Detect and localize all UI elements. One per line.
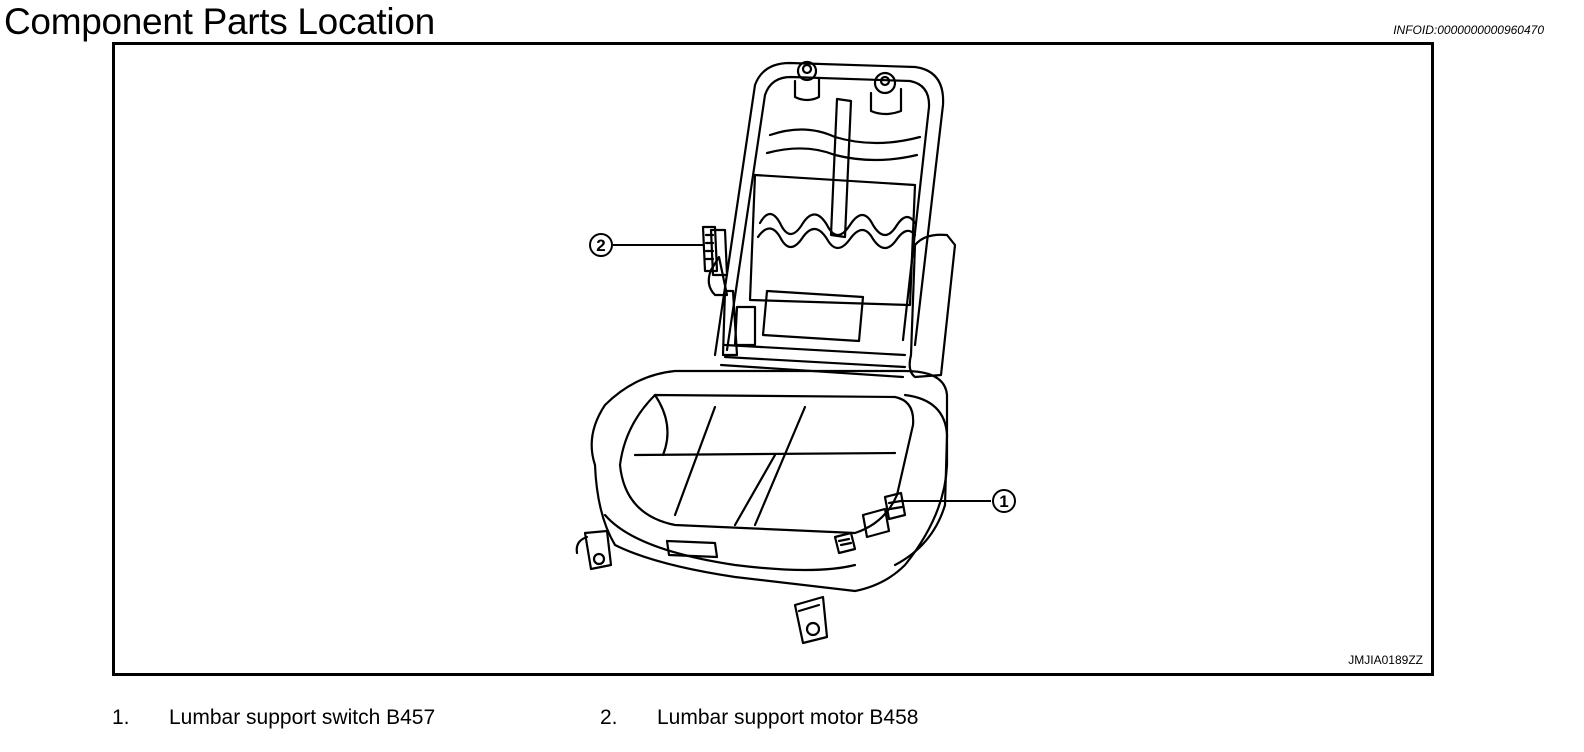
figure-frame: 2 1 JMJIA0189ZZ	[112, 42, 1434, 676]
callout-2-number: 2	[596, 236, 605, 255]
seat-drawing	[575, 60, 957, 645]
page-title: Component Parts Location	[4, 1, 435, 42]
legend-number: 1.	[112, 706, 130, 729]
figure-code: JMJIA0189ZZ	[1348, 653, 1423, 667]
callout-1: 1	[903, 489, 1016, 513]
seat-illustration: 2 1	[575, 60, 1016, 645]
legend-label: Lumbar support motor B458	[657, 706, 919, 729]
info-id: INFOID:0000000000960470	[1393, 23, 1544, 37]
legend-label: Lumbar support switch B457	[169, 706, 436, 729]
callout-1-number: 1	[999, 492, 1008, 511]
callout-1-circle	[992, 489, 1016, 513]
component-legend: 1. Lumbar support switch B457 2. Lumbar …	[0, 706, 1584, 742]
callout-2: 2	[589, 233, 703, 257]
legend-number: 2.	[600, 706, 618, 729]
callout-2-circle	[589, 233, 613, 257]
